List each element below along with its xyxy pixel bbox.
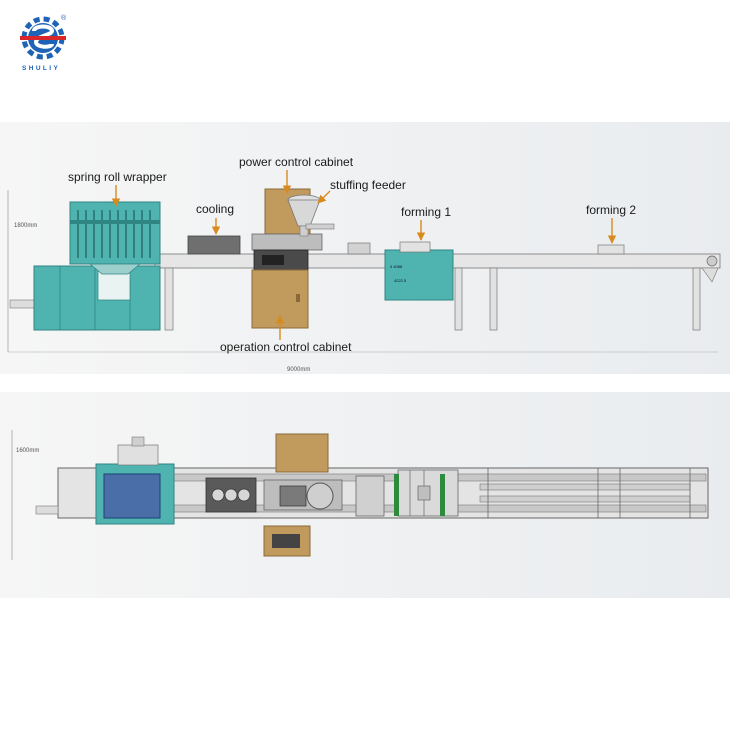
label-pointer-arrows <box>111 170 617 340</box>
label-spring-roll-wrapper: spring roll wrapper <box>68 170 167 184</box>
label-forming-2: forming 2 <box>586 203 636 217</box>
label-operation-control-cabinet: operation control cabinet <box>220 340 352 354</box>
top-view-panel: 1600mm <box>0 392 730 598</box>
top-control-cabinet <box>263 433 343 557</box>
forming-2-station <box>597 244 625 255</box>
brand-name: SHULIY <box>22 65 60 72</box>
label-power-control-cabinet: power control cabinet <box>239 155 354 169</box>
top-forming-section <box>394 469 459 517</box>
forming-1-panel-code-a: 4 4088 <box>390 264 403 269</box>
cooling-unit <box>187 235 241 255</box>
side-view-panel: 1800mm 9000mm <box>0 122 730 374</box>
width-dimension-label: 1600mm <box>16 448 39 454</box>
forming-1-station: 4 4088 4222.5 <box>384 241 454 301</box>
height-dimension-label: 1800mm <box>14 223 37 229</box>
brand-registered-mark: ® <box>61 14 67 22</box>
forming-1-panel-code-b: 4222.5 <box>394 278 407 283</box>
gear-s-logo-icon <box>20 16 66 60</box>
label-forming-1: forming 1 <box>401 205 451 219</box>
top-cooling-rollers <box>205 477 257 513</box>
label-stuffing-feeder: stuffing feeder <box>330 178 406 192</box>
stuffing-feeder-hopper <box>287 194 335 237</box>
length-dimension-label: 9000mm <box>287 367 310 373</box>
top-spring-roll-wrapper <box>35 436 175 525</box>
brand-logo: ® SHULIY <box>20 14 67 72</box>
label-cooling: cooling <box>196 202 234 216</box>
